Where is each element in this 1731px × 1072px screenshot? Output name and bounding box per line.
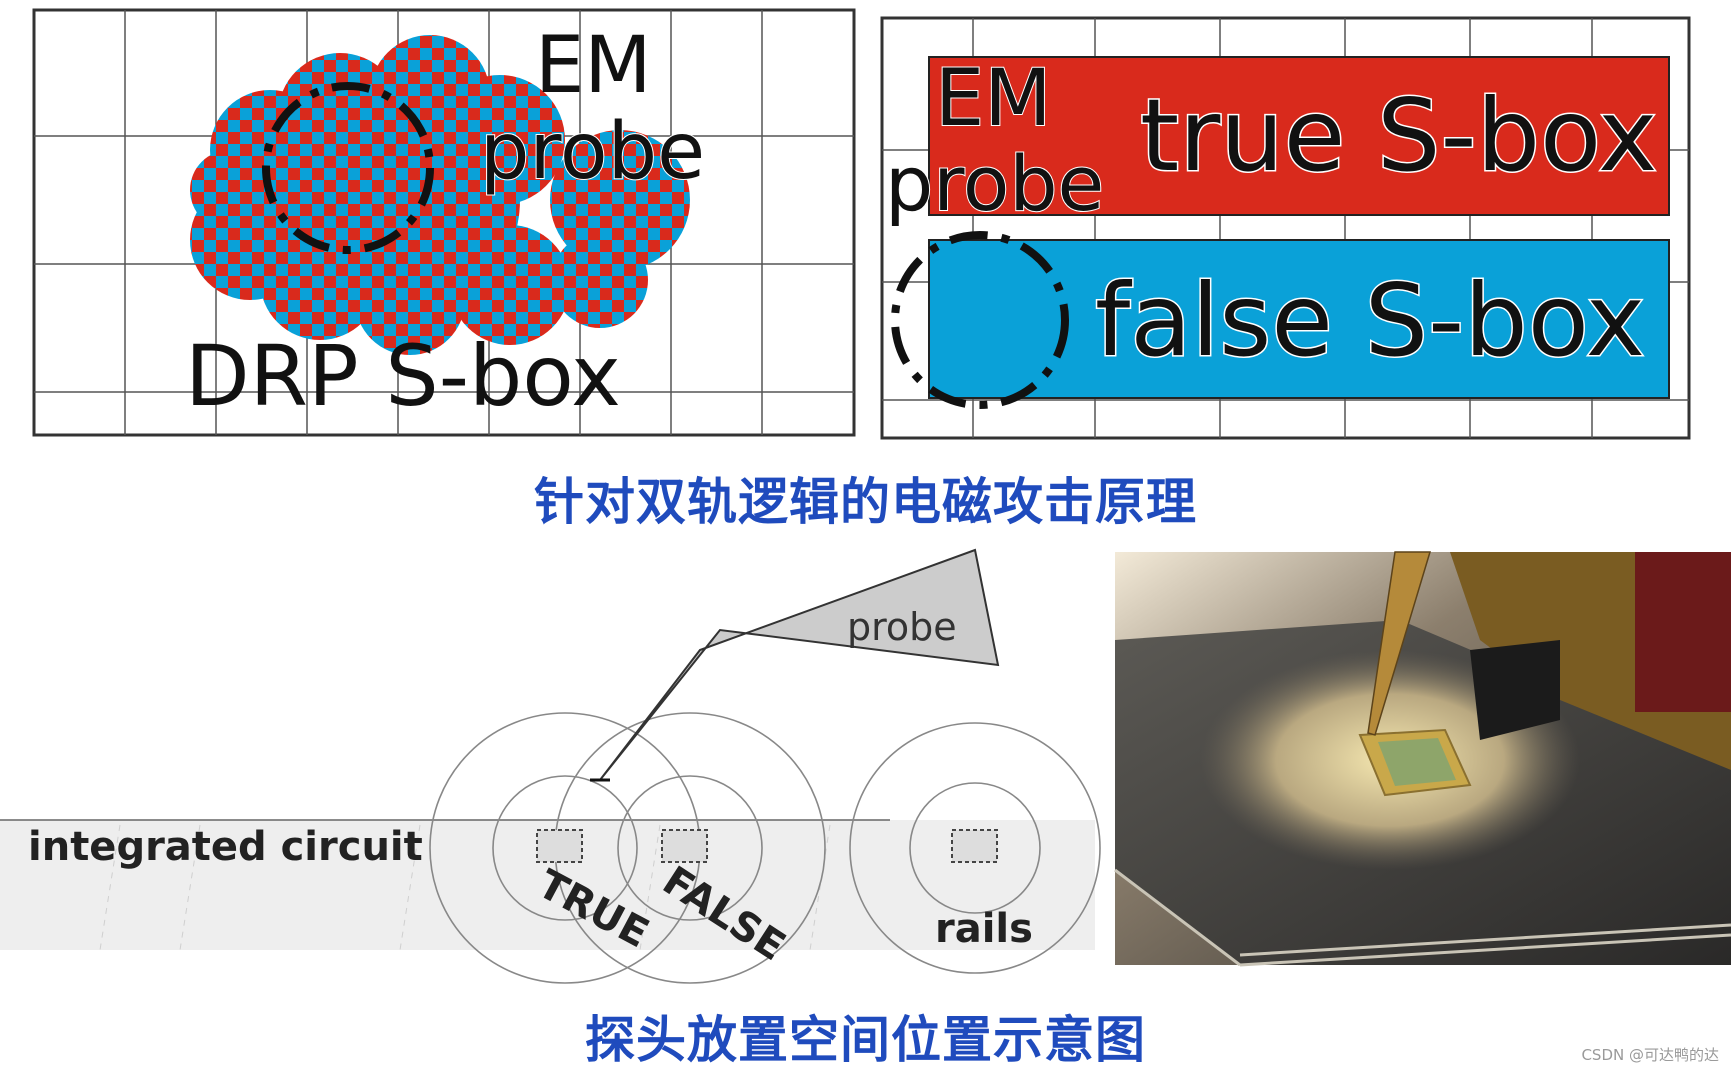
true-sbox-block — [928, 56, 1670, 216]
probe-shape — [599, 548, 1000, 781]
true-sbox-label: true S-box — [1140, 77, 1657, 194]
caption-bottom: 探头放置空间位置示意图 — [585, 1011, 1146, 1069]
probe-placement-diagram: probe integrated circuit TRUE FALSE rail… — [0, 548, 1101, 984]
probe-label: probe — [847, 605, 957, 649]
ic-hatch — [99, 824, 831, 951]
caption-top: 针对双轨逻辑的电磁攻击原理 — [534, 473, 1197, 531]
drp-panel: EM probe DRP S-box — [32, 8, 856, 437]
em-probe-circle-right — [891, 231, 1069, 409]
true-rail-cell — [536, 829, 583, 863]
rails-cell — [951, 829, 998, 863]
false-rail-cell — [661, 829, 708, 863]
single-rail-panel: true S-box false S-box EM probe — [880, 16, 1691, 440]
ic-label: integrated circuit — [28, 824, 423, 870]
em-label-right: EM — [935, 54, 1052, 144]
drp-sbox-label: DRP S-box — [185, 327, 621, 425]
false-sbox-label: false S-box — [1095, 262, 1645, 379]
probe-label-left: probe — [480, 107, 705, 197]
chip-pins — [1114, 868, 1731, 967]
probe-needle — [1367, 551, 1432, 736]
em-probe-circle-left — [262, 82, 434, 254]
probe-label-right: probe — [885, 139, 1104, 228]
rails-label: rails — [935, 906, 1033, 952]
chip-probe-photo — [1114, 551, 1731, 967]
watermark: CSDN @可达鸭的达 — [1581, 1046, 1719, 1064]
die-center — [1378, 738, 1456, 786]
em-label-left: EM — [535, 21, 652, 111]
